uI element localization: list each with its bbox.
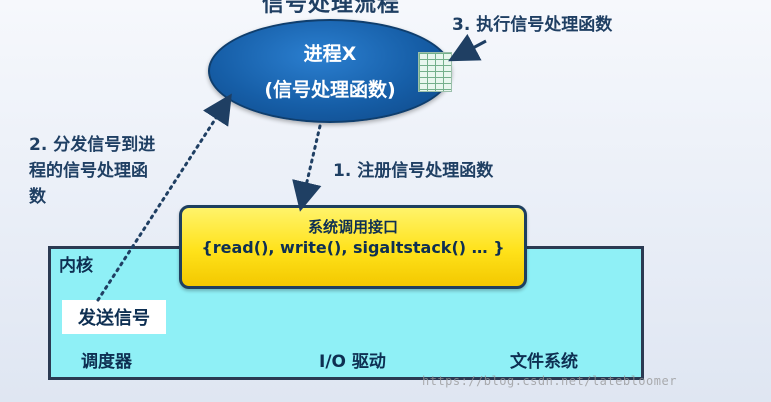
send-signal-label: 发送信号 <box>78 308 150 329</box>
step2-label-line2: 程的信号处理函 <box>29 161 148 181</box>
kernel-label: 内核 <box>59 256 93 276</box>
io-driver-label: I/O 驱动 <box>319 352 386 372</box>
step3-label: 3. 执行信号处理函数 <box>452 15 613 35</box>
slide-title: 信号处理流程 <box>262 0 401 17</box>
send-signal-box: 发送信号 <box>62 300 166 334</box>
syscall-functions: {read(), write(), sigaltstack() … } <box>201 238 505 257</box>
watermark: https://blog.csdn.net/latebloomer <box>422 374 677 388</box>
execute-arrow <box>448 33 487 62</box>
process-name: 进程X <box>303 43 357 65</box>
brick-wall-icon <box>418 52 452 92</box>
filesystem-label: 文件系统 <box>510 352 578 372</box>
syscall-title: 系统调用接口 <box>307 218 398 236</box>
process-handler-label: (信号处理函数) <box>264 79 396 101</box>
dispatch-arrow <box>96 93 232 302</box>
step2-label-line3: 数 <box>29 187 46 207</box>
step2-label-line1: 2. 分发信号到进 <box>29 135 156 155</box>
scheduler-label: 调度器 <box>81 352 132 372</box>
process-x-ellipse: 进程X (信号处理函数) <box>208 19 452 123</box>
step1-label: 1. 注册信号处理函数 <box>333 161 494 181</box>
syscall-interface-box: 系统调用接口 {read(), write(), sigaltstack() …… <box>179 205 527 289</box>
register-arrow <box>292 124 322 212</box>
